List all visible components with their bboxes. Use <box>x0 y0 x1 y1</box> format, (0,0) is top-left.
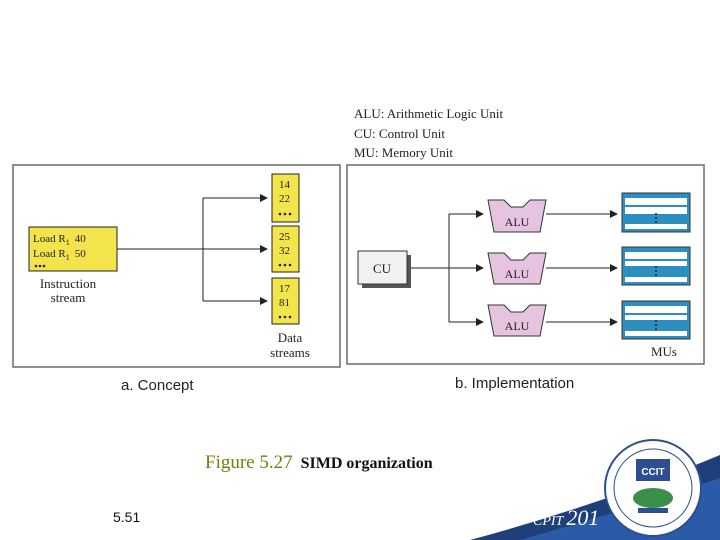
alu-2: ALU <box>487 252 547 285</box>
cu-box <box>357 250 408 285</box>
data-streams-label: Data <box>278 330 303 345</box>
instruction-stream-label: Instruction <box>40 276 97 291</box>
page-number: 5.51 <box>113 509 141 525</box>
instruction-stream-label-2: stream <box>51 290 86 305</box>
cu-label: CU <box>373 261 392 276</box>
data-stream-2: 25 32 <box>271 225 300 273</box>
svg-text:17: 17 <box>279 283 291 295</box>
legend-alu: ALU: Arithmetic Logic Unit <box>354 106 504 121</box>
data-stream-1: 14 22 <box>271 173 300 223</box>
mu-2 <box>621 246 691 286</box>
mu-3 <box>621 300 691 340</box>
figure-title: SIMD organization <box>300 455 433 472</box>
course-prefix: CPIT <box>533 514 564 529</box>
svg-text:14: 14 <box>279 179 291 191</box>
svg-text:81: 81 <box>279 297 290 309</box>
svg-text:CCIT: CCIT <box>641 467 664 478</box>
mu-1 <box>621 192 691 233</box>
svg-text:ALU: ALU <box>505 267 530 281</box>
alu-3: ALU <box>487 304 547 337</box>
legend-cu: CU: Control Unit <box>354 126 446 141</box>
instruction-box <box>28 226 118 272</box>
svg-text:32: 32 <box>279 245 290 257</box>
figure-caption: Figure 5.27 SIMD organization <box>205 452 433 474</box>
alu-1: ALU <box>487 199 547 233</box>
svg-text:22: 22 <box>279 193 290 205</box>
mus-label: MUs <box>651 344 677 359</box>
instruction-ellipsis <box>34 264 46 268</box>
legend-mu: MU: Memory Unit <box>354 145 453 160</box>
course-number: 201 <box>566 505 600 530</box>
data-streams-label-2: streams <box>270 345 310 360</box>
implementation-caption: b. Implementation <box>455 375 574 392</box>
svg-text:25: 25 <box>279 231 291 243</box>
university-seal-logo: CCIT <box>604 439 702 537</box>
concept-caption: a. Concept <box>121 377 194 394</box>
figure-number: Figure 5.27 <box>205 452 293 473</box>
svg-text:ALU: ALU <box>505 215 530 229</box>
svg-text:ALU: ALU <box>505 319 530 333</box>
data-stream-3: 17 81 <box>271 277 300 325</box>
